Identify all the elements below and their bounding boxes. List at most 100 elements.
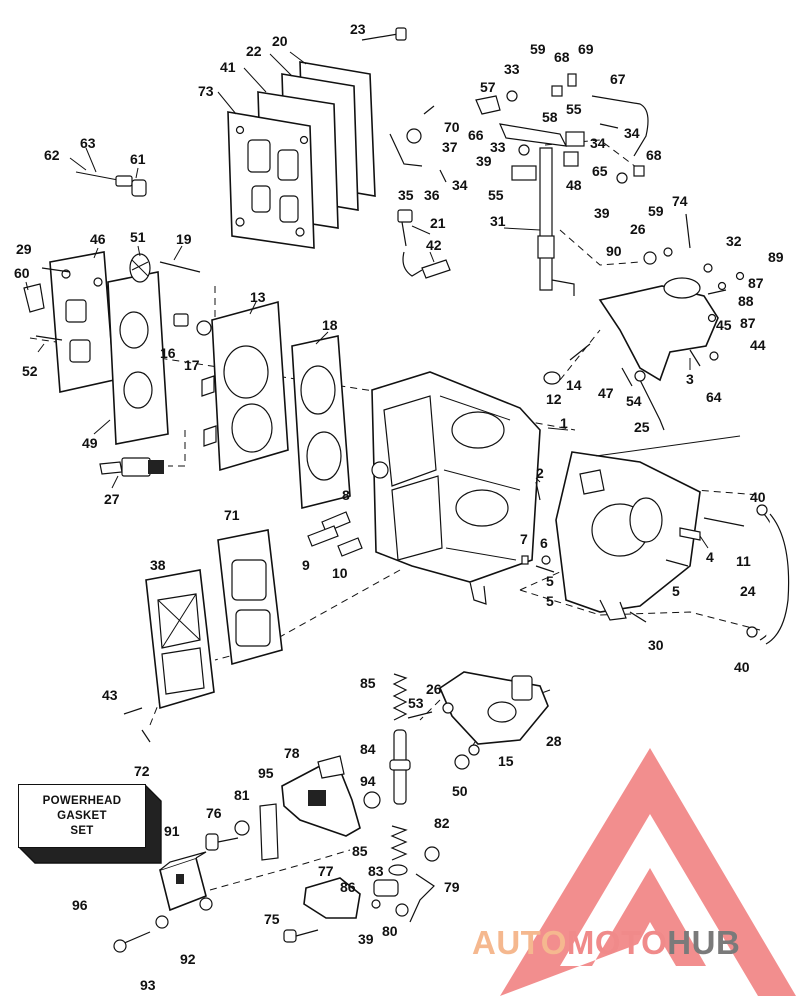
bushing-4 bbox=[679, 527, 701, 541]
spring-85b bbox=[390, 825, 408, 861]
callout-5b: 5 bbox=[672, 583, 680, 599]
callout-9: 9 bbox=[302, 557, 310, 573]
callout-94: 94 bbox=[360, 773, 376, 789]
callout-87b: 87 bbox=[740, 315, 756, 331]
callout-22: 22 bbox=[246, 43, 262, 59]
nut-82 bbox=[424, 846, 440, 862]
callout-31: 31 bbox=[490, 213, 506, 229]
callout-21: 21 bbox=[430, 215, 446, 231]
callout-73: 73 bbox=[198, 83, 214, 99]
callout-87a: 87 bbox=[748, 275, 764, 291]
washer-89 bbox=[735, 271, 745, 281]
clip-68b bbox=[633, 165, 645, 177]
callout-45: 45 bbox=[716, 317, 732, 333]
callout-3: 3 bbox=[686, 371, 694, 387]
callout-49: 49 bbox=[82, 435, 98, 451]
callout-92: 92 bbox=[180, 951, 196, 967]
pin-14 bbox=[569, 343, 591, 361]
bypass-gasket bbox=[107, 271, 169, 445]
washer-64 bbox=[709, 351, 719, 361]
washer-87b bbox=[707, 313, 717, 323]
callout-5c: 5 bbox=[546, 573, 554, 589]
callout-6: 6 bbox=[540, 535, 548, 551]
callout-89: 89 bbox=[768, 249, 784, 265]
mounting-bracket bbox=[439, 671, 549, 745]
link-79 bbox=[409, 873, 435, 923]
callout-54: 54 bbox=[626, 393, 642, 409]
clip-55b bbox=[565, 131, 585, 147]
callout-39c: 39 bbox=[358, 931, 374, 947]
callout-40b: 40 bbox=[734, 659, 750, 675]
bolt-29 bbox=[41, 267, 71, 273]
callout-24: 24 bbox=[740, 583, 756, 599]
callout-5a: 5 bbox=[546, 593, 554, 609]
callout-12: 12 bbox=[546, 391, 562, 407]
callout-93: 93 bbox=[140, 977, 156, 993]
washer-81 bbox=[234, 820, 250, 836]
roller-37 bbox=[406, 128, 422, 144]
bushing-86 bbox=[373, 879, 399, 897]
screw-47 bbox=[621, 367, 633, 387]
callout-53: 53 bbox=[408, 695, 424, 711]
callout-59b: 59 bbox=[648, 203, 664, 219]
spring-57 bbox=[475, 95, 501, 115]
cylinder-head bbox=[201, 300, 289, 472]
nut-94 bbox=[363, 791, 381, 809]
stud-19 bbox=[159, 261, 201, 273]
spark-plug bbox=[99, 457, 164, 477]
gasket-set-label: POWERHEAD GASKET SET bbox=[18, 784, 146, 848]
callout-62: 62 bbox=[44, 147, 60, 163]
fitting-21 bbox=[397, 209, 413, 247]
screw-11 bbox=[703, 517, 745, 527]
callout-15: 15 bbox=[498, 753, 514, 769]
washer-6 bbox=[541, 555, 551, 565]
callout-34c: 34 bbox=[590, 135, 606, 151]
washer-39 bbox=[371, 899, 381, 909]
intake-cover bbox=[145, 569, 215, 710]
callout-34a: 34 bbox=[624, 125, 640, 141]
callout-43: 43 bbox=[102, 687, 118, 703]
callout-28: 28 bbox=[546, 733, 562, 749]
callout-55a: 55 bbox=[566, 101, 582, 117]
cylinder-block bbox=[371, 371, 541, 605]
spring-85a bbox=[392, 673, 408, 721]
screw-34b bbox=[439, 169, 447, 183]
callout-90: 90 bbox=[606, 243, 622, 259]
callout-18: 18 bbox=[322, 317, 338, 333]
logo-text-moto: MOTO bbox=[566, 924, 668, 961]
callout-33a: 33 bbox=[504, 61, 520, 77]
wire-25 bbox=[639, 379, 665, 431]
callout-59a: 59 bbox=[530, 41, 546, 57]
bushing-48 bbox=[563, 151, 579, 167]
callout-37: 37 bbox=[442, 139, 458, 155]
callout-35: 35 bbox=[398, 187, 414, 203]
hose bbox=[746, 504, 790, 645]
screw-34 bbox=[599, 123, 619, 129]
bolt-52 bbox=[35, 335, 63, 341]
hose-42a bbox=[402, 251, 423, 277]
callout-10: 10 bbox=[332, 565, 348, 581]
callout-4: 4 bbox=[706, 549, 714, 565]
throttle-shaft bbox=[537, 147, 575, 296]
callout-36: 36 bbox=[424, 187, 440, 203]
callout-63: 63 bbox=[80, 135, 96, 151]
head-gasket bbox=[291, 335, 351, 510]
washer-65 bbox=[616, 172, 628, 184]
temperature-sensor bbox=[75, 171, 147, 197]
screw-93 bbox=[113, 931, 151, 953]
leader-lines bbox=[25, 51, 741, 549]
callout-75: 75 bbox=[264, 911, 280, 927]
callout-26a: 26 bbox=[630, 221, 646, 237]
callout-57: 57 bbox=[480, 79, 496, 95]
callout-91: 91 bbox=[164, 823, 180, 839]
link-35 bbox=[389, 133, 423, 167]
callout-67: 67 bbox=[610, 71, 626, 87]
callout-42: 42 bbox=[426, 237, 442, 253]
callout-85a: 85 bbox=[360, 675, 376, 691]
callout-46: 46 bbox=[90, 231, 106, 247]
screw-88 bbox=[707, 289, 727, 295]
pin-2 bbox=[535, 481, 541, 501]
washer-54 bbox=[634, 370, 646, 382]
callout-17: 17 bbox=[184, 357, 200, 373]
callout-39b: 39 bbox=[594, 205, 610, 221]
